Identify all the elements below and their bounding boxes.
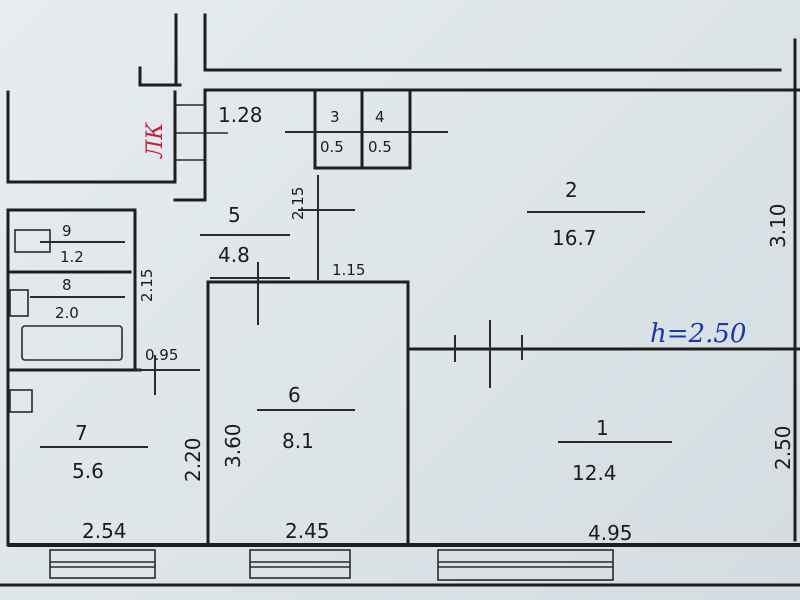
room-6-area: 8.1 xyxy=(282,429,314,453)
wall-corridor-upper xyxy=(138,66,182,87)
dim-text-2-15: 2.15 xyxy=(289,187,307,220)
stair-label: ЛК xyxy=(143,122,168,159)
dim-text-3-60: 3.60 xyxy=(221,423,245,468)
window-room6 xyxy=(249,549,351,579)
room-3-area: 0.5 xyxy=(320,138,344,156)
toilet-room8 xyxy=(9,289,29,317)
dim-text-0-95: 0.95 xyxy=(145,346,178,364)
room-1-number: 1 xyxy=(596,416,609,440)
room-5-area: 4.8 xyxy=(218,243,250,267)
room-5-number: 5 xyxy=(228,203,241,227)
dim-text-2-45: 2.45 xyxy=(285,519,330,543)
room-7-area: 5.6 xyxy=(72,459,104,483)
window-room7 xyxy=(49,549,156,579)
room-4-number: 4 xyxy=(375,108,385,126)
room-6-number: 6 xyxy=(288,383,301,407)
wall-room6 xyxy=(206,280,410,547)
wall-stair-block xyxy=(6,90,177,184)
room-9-area: 1.2 xyxy=(60,248,84,266)
room-2-area: 16.7 xyxy=(552,226,597,250)
room-9-number: 9 xyxy=(62,222,72,240)
dim-text-1-28: 1.28 xyxy=(218,103,263,127)
sink-room7 xyxy=(9,389,33,413)
room-4-area: 0.5 xyxy=(368,138,392,156)
dim-text-1-15: 1.15 xyxy=(332,261,365,279)
room-2-number: 2 xyxy=(565,178,578,202)
room-1-area: 12.4 xyxy=(572,461,617,485)
ceiling-height-label: h=2.50 xyxy=(650,319,746,349)
room-7-number: 7 xyxy=(75,421,88,445)
room-3-number: 3 xyxy=(330,108,340,126)
bathtub xyxy=(21,325,123,361)
window-room1 xyxy=(437,549,614,581)
room-8-area: 2.0 xyxy=(55,304,79,322)
dim-text-2-15-bath: 2.15 xyxy=(138,269,156,302)
dim-text-3-10: 3.10 xyxy=(766,203,790,248)
room-8-number: 8 xyxy=(62,276,72,294)
dim-text-2-54: 2.54 xyxy=(82,519,127,543)
dim-text-2-20: 2.20 xyxy=(181,437,205,482)
dim-text-2-50: 2.50 xyxy=(771,425,795,470)
dim-text-4-95: 4.95 xyxy=(588,521,633,545)
